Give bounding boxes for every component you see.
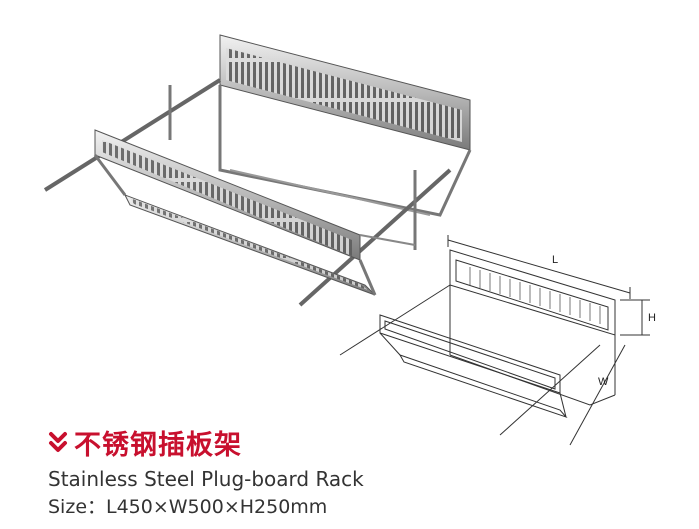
height-label: H <box>648 312 656 324</box>
product-title-chinese: 不锈钢插板架 <box>74 429 242 461</box>
rack-line-drawing: L H W <box>339 235 656 446</box>
product-photo <box>30 20 490 320</box>
product-title-english: Stainless Steel Plug-board Rack <box>48 467 364 491</box>
rack-photo-illustration <box>43 34 472 307</box>
double-chevron-down-icon <box>49 432 67 452</box>
product-size-spec: Size：L450×W500×H250mm <box>48 496 328 518</box>
title-row: 不锈钢插板架 <box>48 423 668 461</box>
dimension-drawing: L H W <box>330 235 670 460</box>
product-caption: 不锈钢插板架 Stainless Steel Plug-board Rack S… <box>48 423 668 521</box>
length-label: L <box>552 254 558 266</box>
width-label: W <box>598 376 609 388</box>
